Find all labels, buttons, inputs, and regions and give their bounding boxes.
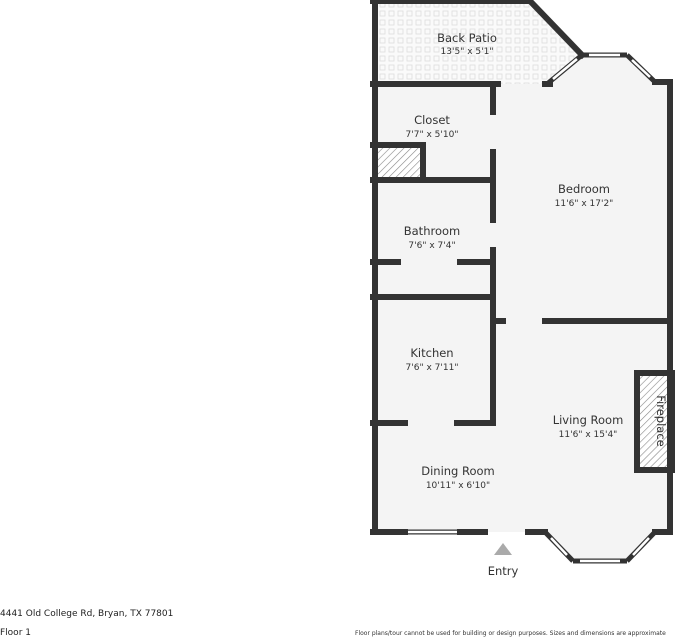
entry-label: Entry bbox=[488, 564, 519, 578]
room-dims: 10'11" x 6'10" bbox=[426, 481, 490, 491]
fireplace bbox=[634, 370, 675, 473]
entry-marker-icon bbox=[494, 543, 512, 555]
room-name: Living Room bbox=[553, 413, 624, 427]
room-dims: 7'7" x 5'10" bbox=[406, 130, 459, 140]
fireplace-label: Fireplace bbox=[654, 395, 668, 446]
floor-label: Floor 1 bbox=[0, 628, 31, 638]
disclaimer: Floor plans/tour cannot be used for buil… bbox=[355, 630, 666, 637]
closet-storage-hatch bbox=[373, 145, 423, 180]
room-name: Kitchen bbox=[410, 346, 453, 360]
room-dims: 7'6" x 7'4" bbox=[408, 241, 455, 251]
room-name: Bedroom bbox=[558, 182, 610, 196]
room-name: Closet bbox=[414, 113, 450, 127]
room-name: Bathroom bbox=[404, 224, 460, 238]
room-name: Back Patio bbox=[437, 31, 497, 45]
address: 4441 Old College Rd, Bryan, TX 77801 bbox=[0, 609, 174, 619]
room-dims: 11'6" x 15'4" bbox=[559, 430, 618, 440]
room-dims: 7'6" x 7'11" bbox=[406, 363, 459, 373]
patio-floor bbox=[373, 0, 582, 84]
room-dims: 13'5" x 5'1" bbox=[441, 47, 494, 57]
room-name: Dining Room bbox=[421, 464, 495, 478]
room-dims: 11'6" x 17'2" bbox=[555, 199, 614, 209]
